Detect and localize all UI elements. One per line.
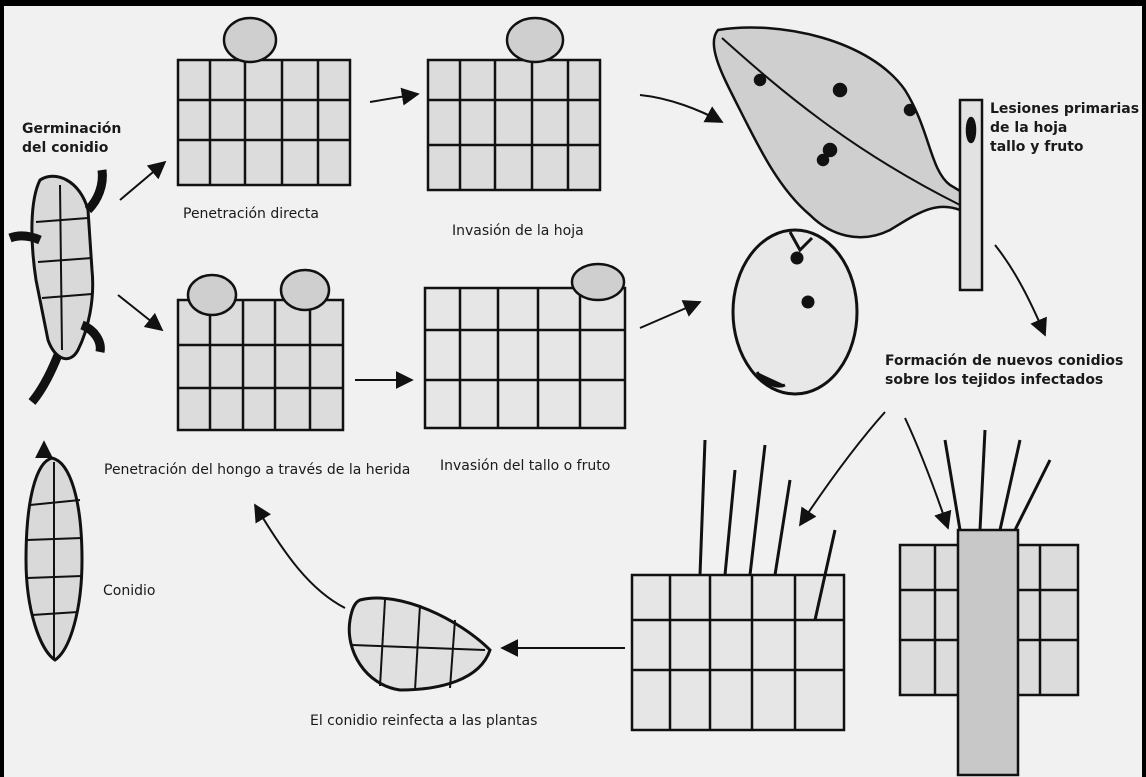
fruit-illustration: [733, 230, 857, 394]
leaf-invasion-label: Invasión de la hoja: [452, 222, 584, 241]
leaf-illustration: [714, 28, 975, 238]
direct-penetration-label: Penetración directa: [183, 205, 319, 224]
reinfecting-conidium-illustration: [349, 598, 490, 690]
tissue-leaf-invasion: [428, 18, 600, 190]
new-conidia-formation-label: Formación de nuevos conidios sobre los t…: [885, 352, 1123, 390]
wound-penetration-label: Penetración del hongo a través de la her…: [104, 461, 410, 480]
germination-label: Germinación del conidio: [22, 120, 121, 158]
tissue-direct-penetration: [178, 18, 350, 185]
conidium-label: Conidio: [103, 582, 155, 601]
tissue-stem-fruit-invasion: [425, 264, 625, 428]
stem-fruit-invasion-label: Invasión del tallo o fruto: [440, 457, 610, 476]
tissue-wound-penetration: [178, 270, 343, 430]
reinfection-label: El conidio reinfecta a las plantas: [310, 712, 537, 731]
sporulating-tissue-illustration: [632, 440, 844, 730]
sporulating-stem-illustration: [900, 430, 1078, 775]
primary-lesions-label: Lesiones primarias de la hoja tallo y fr…: [990, 100, 1139, 157]
conidium-illustration: [26, 458, 82, 660]
stem-illustration: [960, 100, 982, 290]
germinating-conidium-illustration: [10, 170, 102, 402]
